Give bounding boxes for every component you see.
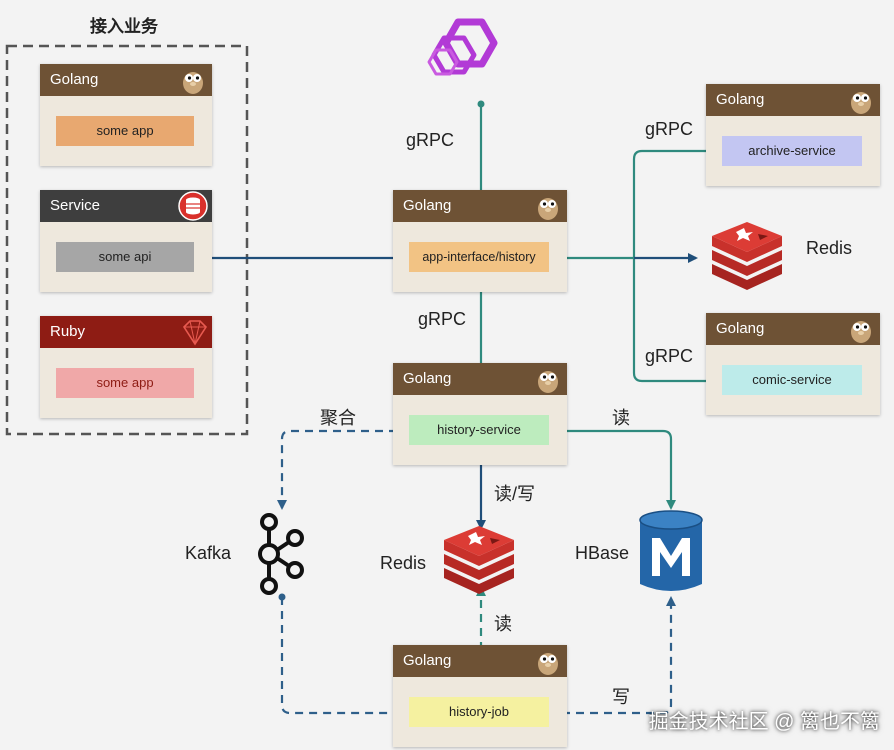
watermark: 掘金技术社区 @ 篱也不篱 bbox=[648, 711, 880, 733]
service-card-app-interface[interactable]: Golang app-interface/history bbox=[393, 190, 567, 292]
gopher-icon bbox=[538, 198, 558, 220]
app-interface-history-chip[interactable]: app-interface/history bbox=[409, 242, 549, 272]
client-group-title: 接入业务 bbox=[90, 17, 158, 36]
gopher-icon bbox=[183, 72, 203, 94]
service-card-comic[interactable]: Golang comic-service bbox=[706, 313, 880, 415]
service-card-archive[interactable]: Golang archive-service bbox=[706, 84, 880, 186]
label-read-write: 读/写 bbox=[494, 484, 536, 504]
label-aggregate: 聚合 bbox=[320, 408, 356, 428]
client-group-boundary bbox=[5, 44, 249, 436]
label-kafka: Kafka bbox=[185, 543, 232, 563]
history-service-header: Golang bbox=[403, 370, 452, 387]
client-service-api[interactable]: some api bbox=[56, 242, 194, 272]
hbase-icon bbox=[639, 510, 703, 591]
redis-top-icon bbox=[712, 222, 782, 290]
client-service-header: Service bbox=[50, 197, 101, 214]
history-job-header: Golang bbox=[403, 652, 452, 669]
envoy-icon bbox=[427, 18, 498, 76]
client-ruby-header: Ruby bbox=[50, 323, 86, 340]
label-redis-top: Redis bbox=[806, 238, 853, 258]
database-icon bbox=[178, 191, 208, 221]
app-interface-header: Golang bbox=[403, 197, 452, 214]
history-job-chip[interactable]: history-job bbox=[409, 697, 549, 727]
gopher-icon bbox=[538, 371, 558, 393]
label-grpc-archive: gRPC bbox=[645, 119, 694, 139]
archive-service-chip[interactable]: archive-service bbox=[722, 136, 862, 166]
client-card-service[interactable]: Service some api bbox=[40, 190, 212, 292]
label-grpc-top: gRPC bbox=[406, 130, 455, 150]
label-grpc-mid: gRPC bbox=[418, 309, 467, 329]
client-card-golang[interactable]: Golang some app bbox=[40, 64, 212, 166]
comic-service-chip[interactable]: comic-service bbox=[722, 365, 862, 395]
edge-app-interface-fanout bbox=[544, 146, 722, 386]
client-golang-app[interactable]: some app bbox=[56, 116, 194, 146]
kafka-icon bbox=[258, 513, 304, 595]
gopher-icon bbox=[851, 321, 871, 343]
redis-mid-icon bbox=[444, 526, 514, 594]
service-card-history-service[interactable]: Golang history-service bbox=[393, 363, 567, 465]
label-redis-mid: Redis bbox=[380, 553, 427, 573]
client-ruby-app[interactable]: some app bbox=[56, 368, 194, 398]
label-read-hbase: 读 bbox=[612, 408, 630, 428]
label-read-job: 读 bbox=[494, 614, 512, 634]
ruby-icon bbox=[182, 320, 208, 346]
edge-kafka-to-history-job bbox=[278, 593, 410, 718]
history-service-chip[interactable]: history-service bbox=[409, 415, 549, 445]
label-grpc-comic: gRPC bbox=[645, 346, 694, 366]
label-write-job: 写 bbox=[612, 687, 630, 707]
gopher-icon bbox=[851, 92, 871, 114]
comic-service-header: Golang bbox=[716, 320, 765, 337]
gopher-icon bbox=[538, 653, 558, 675]
client-card-ruby[interactable]: Ruby some app bbox=[40, 316, 212, 418]
label-hbase: HBase bbox=[575, 543, 630, 563]
service-card-history-job[interactable]: Golang history-job bbox=[393, 645, 567, 747]
client-golang-header: Golang bbox=[50, 71, 99, 88]
archive-service-header: Golang bbox=[716, 91, 765, 108]
edge-some-api-to-app-interface bbox=[191, 253, 408, 263]
